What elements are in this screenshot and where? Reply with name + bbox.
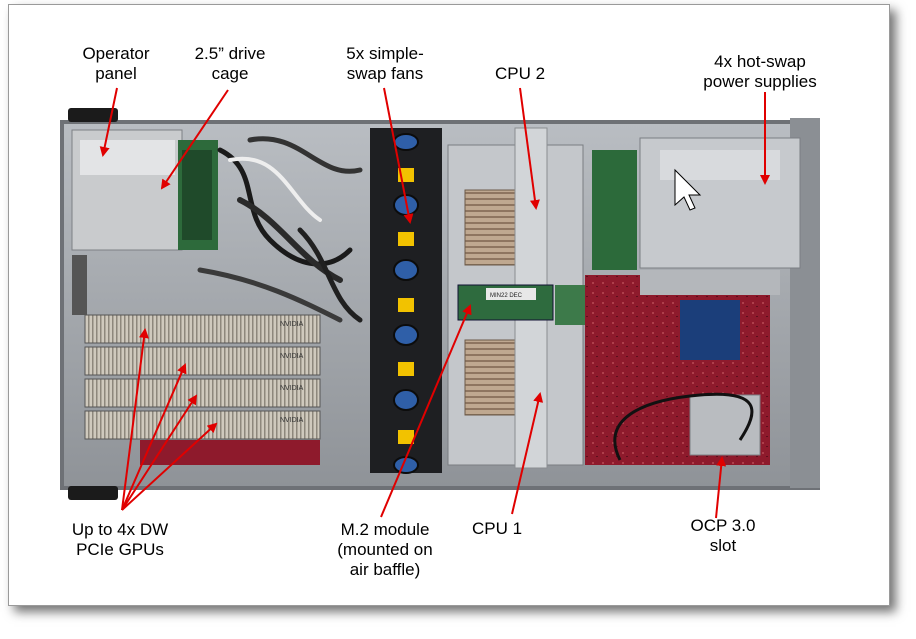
label-ocp-slot: OCP 3.0 slot (690, 516, 756, 555)
gpu-brand-1: NVIDIA (280, 321, 304, 328)
label-fans: 5x simple- swap fans (346, 44, 424, 83)
label-drive-cage: 2.5” drive cage (194, 44, 266, 83)
label-cpu2: CPU 2 (494, 64, 546, 83)
gpu-brand-4: NVIDIA (280, 417, 304, 424)
gpu-brand-marks: NVIDIA NVIDIA NVIDIA NVIDIA (280, 321, 304, 424)
label-m2-module: M.2 module (mounted on air baffle) (337, 520, 433, 579)
cables (197, 136, 363, 323)
label-gpus: Up to 4x DW PCIe GPUs (71, 520, 169, 559)
label-cpu1: CPU 1 (471, 519, 523, 538)
label-operator-panel: Operator panel (82, 44, 150, 83)
ocp-slot (613, 392, 761, 461)
m2-module-text: MIN22 DEC (490, 293, 523, 299)
power-supply-cage (639, 137, 801, 295)
gpu-brand-2: NVIDIA (280, 353, 304, 360)
operator-panel (71, 129, 183, 251)
fan-bank (370, 128, 442, 474)
label-power-supplies: 4x hot-swap power supplies (703, 52, 817, 91)
gpu-brand-3: NVIDIA (280, 385, 304, 392)
